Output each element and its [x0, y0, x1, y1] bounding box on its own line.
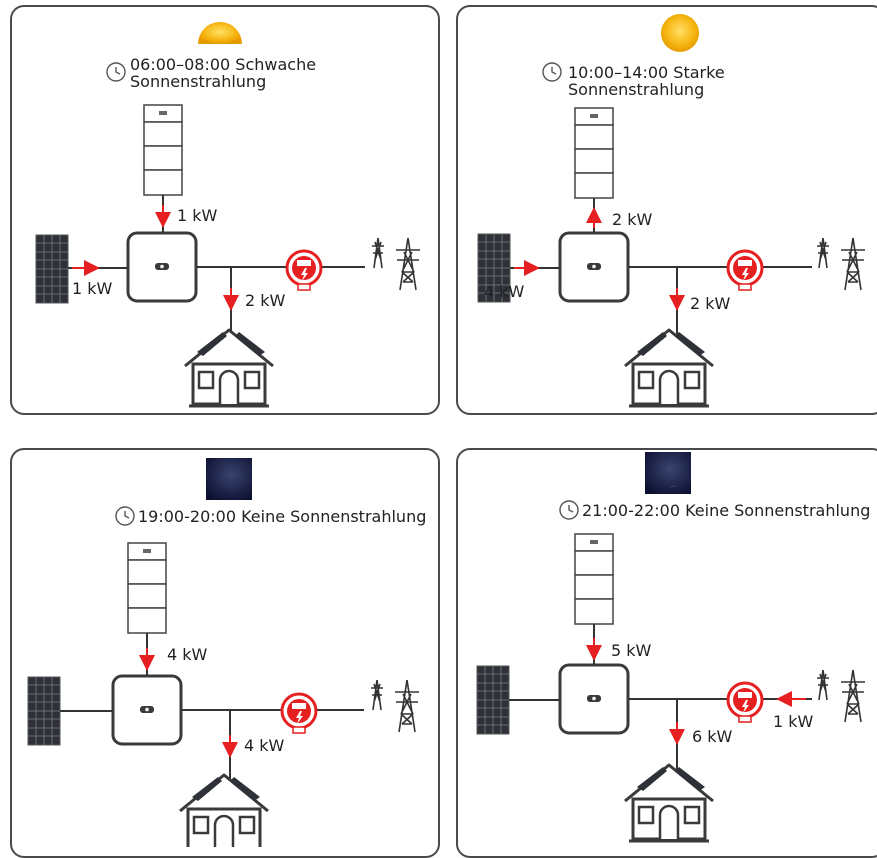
moon-icon: [206, 458, 252, 500]
inverter-icon: [126, 231, 198, 303]
smart-meter-icon: [726, 681, 764, 724]
clock-icon: [115, 506, 135, 526]
time-range-text: 21:00-22:00 Keine Sonnenstrahlung: [582, 501, 871, 520]
clock-icon: [542, 62, 562, 82]
power-pylon-icon: [370, 679, 420, 733]
clock-icon: [106, 62, 126, 82]
smart-meter-icon: [726, 249, 764, 292]
battery-icon: [127, 542, 167, 634]
battery-flow-label: 1 kW: [177, 206, 218, 225]
moon-icon: [645, 452, 691, 494]
time-label: 19:00-20:00 Keine Sonnenstrahlung: [138, 508, 426, 525]
load-flow-label: 2 kW: [690, 294, 731, 313]
solar-panel-icon: [27, 676, 61, 746]
battery-icon: [574, 533, 614, 625]
rising-sun-icon: [198, 22, 242, 44]
power-pylon-icon: [816, 237, 866, 291]
inverter-icon: [558, 663, 630, 735]
grid-flow-label: 1 kW: [773, 712, 814, 731]
house-icon: [178, 773, 270, 847]
battery-icon: [143, 104, 183, 196]
irradiation-text: Sonnenstrahlung: [568, 80, 705, 99]
power-pylon-icon: [371, 237, 421, 291]
pv-flow-label: 1 kW: [72, 279, 113, 298]
battery-flow-label: 4 kW: [167, 645, 208, 664]
clock-icon: [559, 500, 579, 520]
panel-4-diagram: [476, 452, 866, 843]
house-icon: [183, 328, 275, 408]
load-flow-label: 2 kW: [245, 291, 286, 310]
solar-panel-icon: [476, 665, 510, 735]
house-icon: [623, 328, 715, 408]
irradiation-text: Sonnenstrahlung: [130, 72, 267, 91]
time-range-text: 19:00-20:00 Keine Sonnenstrahlung: [138, 507, 427, 526]
battery-flow-label: 5 kW: [611, 641, 652, 660]
smart-meter-icon: [280, 692, 318, 735]
battery-flow-label: 2 kW: [612, 210, 653, 229]
power-pylon-icon: [816, 669, 866, 723]
panel-2-diagram: [477, 14, 866, 408]
load-flow-label: 4 kW: [244, 736, 285, 755]
house-icon: [623, 763, 715, 843]
panel-3-diagram: [27, 458, 420, 847]
battery-icon: [574, 107, 614, 199]
solar-panel-icon: [35, 234, 69, 304]
panel-1-diagram: [35, 22, 421, 408]
time-range-text: 06:00–08:00 Schwache: [130, 55, 317, 74]
time-label: 10:00–14:00 Starke Sonnenstrahlung: [568, 64, 725, 98]
smart-meter-icon: [285, 249, 323, 292]
time-range-text: 10:00–14:00 Starke: [568, 63, 725, 82]
pv-flow-label: 4 kW: [484, 282, 525, 301]
time-label: 06:00–08:00 Schwache Sonnenstrahlung: [130, 56, 316, 90]
inverter-icon: [111, 674, 183, 746]
load-flow-label: 6 kW: [692, 727, 733, 746]
inverter-icon: [558, 231, 630, 303]
time-label: 21:00-22:00 Keine Sonnenstrahlung: [582, 502, 870, 519]
sun-icon: [661, 14, 699, 52]
